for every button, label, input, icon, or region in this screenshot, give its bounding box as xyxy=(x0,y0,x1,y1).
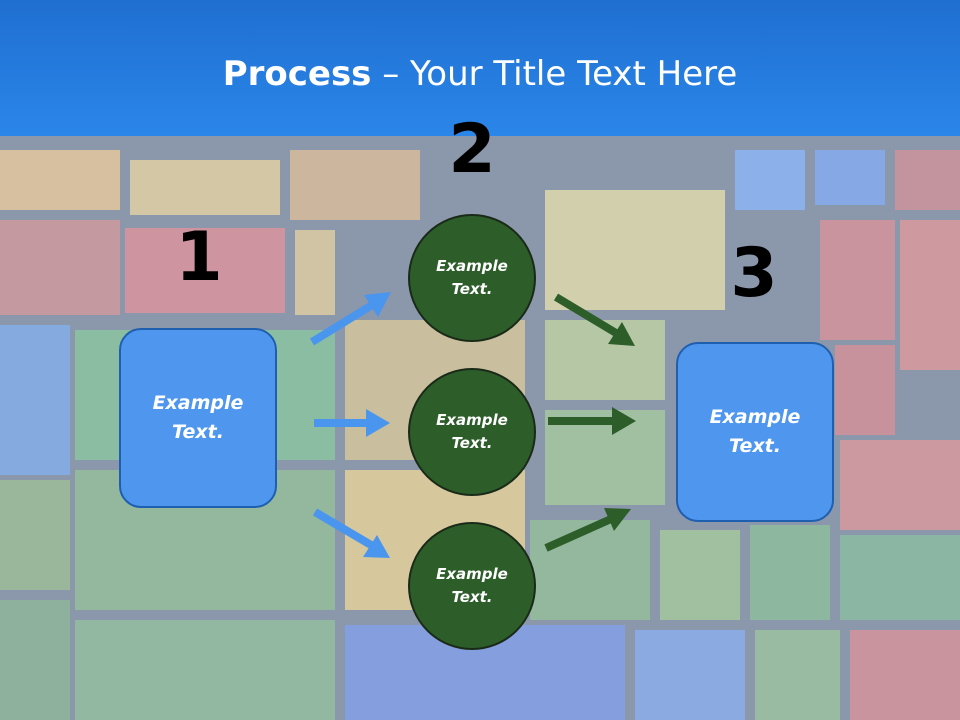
page-title: Process – Your Title Text Here xyxy=(0,52,960,96)
circle-top-text: Example Text. xyxy=(436,257,508,298)
start-box-text: Example Text. xyxy=(152,392,244,443)
step-number-2: 2 xyxy=(448,110,496,189)
title-bold: Process xyxy=(222,54,372,94)
step-number-3: 3 xyxy=(730,234,778,313)
end-box-text: Example Text. xyxy=(709,406,801,457)
circle-middle: Example Text. xyxy=(408,368,536,496)
circle-middle-text: Example Text. xyxy=(436,411,508,452)
start-box: Example Text. xyxy=(119,328,277,508)
step-number-1: 1 xyxy=(175,218,223,297)
title-rest: – Your Title Text Here xyxy=(371,54,738,94)
circle-bottom: Example Text. xyxy=(408,522,536,650)
title-bar xyxy=(0,0,960,136)
end-box: Example Text. xyxy=(676,342,834,522)
circle-top: Example Text. xyxy=(408,214,536,342)
circle-bottom-text: Example Text. xyxy=(436,565,508,606)
